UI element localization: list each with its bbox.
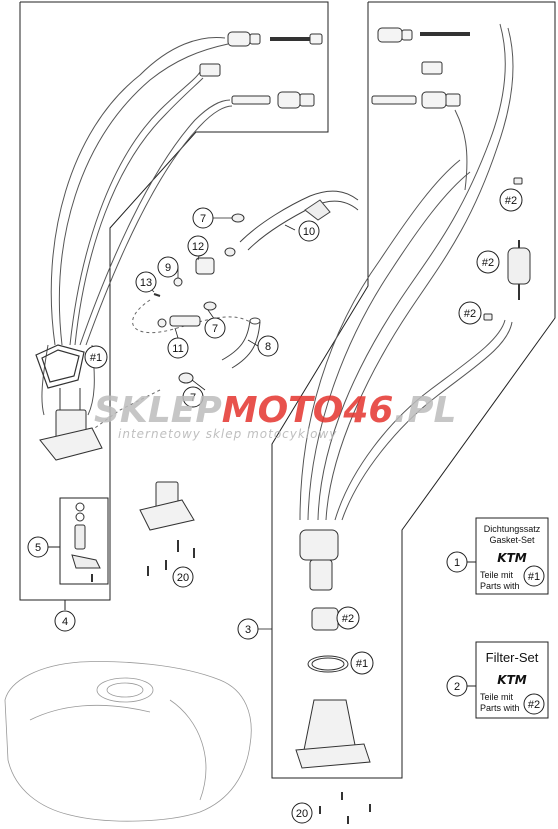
watermark-brand: SKLEPMOTO46.PL bbox=[94, 390, 456, 431]
callout-11: 11 bbox=[167, 337, 189, 359]
watermark: SKLEPMOTO46.PL internetowy sklep motocyk… bbox=[94, 390, 456, 441]
gasket-set-box: Dichtungssatz Gasket-Set KTM Teile mit P… bbox=[467, 517, 549, 595]
kit-ref-2: #2 bbox=[523, 693, 545, 715]
watermark-brand-mid: MOTO bbox=[222, 390, 344, 431]
gasket-set-line2: Parts with bbox=[480, 581, 520, 591]
callout-2: 2 bbox=[446, 675, 468, 697]
callout-5: 5 bbox=[27, 536, 49, 558]
callout-12: 12 bbox=[187, 235, 209, 257]
gasket-set-title-en: Gasket-Set bbox=[489, 535, 535, 545]
fuel-line-dashed bbox=[91, 299, 251, 431]
kit-ref-2: #2 bbox=[499, 188, 523, 212]
callout-9: 9 bbox=[157, 256, 179, 278]
fuel-pump-unit-left bbox=[39, 388, 103, 461]
valve-parts bbox=[153, 257, 215, 328]
gasket-set-line1: Teile mit bbox=[480, 570, 514, 580]
svg-text:7: 7 bbox=[200, 213, 206, 225]
left-connectors bbox=[199, 31, 323, 109]
svg-text:7: 7 bbox=[190, 392, 196, 404]
svg-text:#1: #1 bbox=[356, 658, 368, 670]
svg-text:#2: #2 bbox=[464, 308, 476, 320]
svg-text:2: 2 bbox=[454, 681, 460, 693]
svg-text:12: 12 bbox=[192, 241, 204, 253]
fuel-filter bbox=[483, 177, 531, 321]
fuel-pump-unit-right bbox=[295, 529, 371, 769]
callout-10: 10 bbox=[298, 220, 320, 242]
svg-text:13: 13 bbox=[140, 277, 152, 289]
hose-clamps bbox=[178, 213, 245, 384]
kit-refs: #1 #1 #1 #2 #2 #2 #2 #2 bbox=[84, 188, 545, 715]
filter-set-line2: Parts with bbox=[480, 703, 520, 713]
watermark-brand-left: SKLEP bbox=[94, 390, 222, 431]
svg-text:20: 20 bbox=[296, 808, 308, 820]
kit-ref-1: #1 bbox=[350, 651, 374, 675]
callout-20: 20 bbox=[291, 802, 313, 824]
svg-text:10: 10 bbox=[303, 226, 315, 238]
part-5-items bbox=[71, 502, 101, 582]
svg-text:5: 5 bbox=[35, 542, 41, 554]
right-cable-bundle bbox=[299, 23, 514, 521]
svg-text:#2: #2 bbox=[342, 613, 354, 625]
svg-text:9: 9 bbox=[165, 262, 171, 274]
part-5-box bbox=[48, 497, 109, 585]
watermark-brand-num: 46 bbox=[342, 390, 393, 431]
svg-text:11: 11 bbox=[172, 343, 183, 355]
screws-20-bottom bbox=[319, 792, 371, 824]
callouts: 1 2 3 4 5 7 7 7 8 9 10 11 12 13 20 20 bbox=[27, 207, 468, 824]
svg-text:1: 1 bbox=[454, 557, 460, 569]
svg-text:4: 4 bbox=[62, 616, 68, 628]
kit-ref-2: #2 bbox=[476, 250, 500, 274]
callout-3: 3 bbox=[237, 618, 259, 640]
hose-8 bbox=[221, 317, 261, 369]
filter-set-logo: KTM bbox=[497, 673, 526, 687]
kit-ref-2: #2 bbox=[336, 606, 360, 630]
svg-text:8: 8 bbox=[265, 341, 271, 353]
kit-ref-1: #1 bbox=[84, 345, 108, 369]
gasket-set-title-de: Dichtungssatz bbox=[484, 524, 541, 534]
svg-text:#2: #2 bbox=[505, 195, 517, 207]
callout-7: 7 bbox=[204, 317, 226, 339]
svg-text:#1: #1 bbox=[90, 352, 102, 364]
callout-13: 13 bbox=[135, 271, 157, 293]
gasket-set-logo: KTM bbox=[497, 551, 526, 565]
fuel-pump-flange-seal bbox=[35, 344, 85, 389]
callout-1: 1 bbox=[446, 551, 468, 573]
right-connectors bbox=[371, 27, 470, 109]
filter-set-title: Filter-Set bbox=[486, 650, 539, 665]
svg-text:20: 20 bbox=[177, 572, 189, 584]
svg-text:#2: #2 bbox=[528, 699, 540, 711]
fuel-tank bbox=[4, 661, 252, 822]
hose-10 bbox=[239, 190, 359, 251]
svg-text:7: 7 bbox=[212, 323, 218, 335]
fuel-pump-unit-middle bbox=[139, 481, 195, 576]
watermark-brand-tld: .PL bbox=[393, 390, 456, 431]
callout-4: 4 bbox=[54, 610, 76, 632]
kit-ref-2: #2 bbox=[458, 301, 482, 325]
svg-text:3: 3 bbox=[245, 624, 251, 636]
callout-8: 8 bbox=[257, 335, 279, 357]
callout-20: 20 bbox=[172, 566, 194, 588]
kit-ref-1: #1 bbox=[523, 565, 545, 587]
callout-7: 7 bbox=[192, 207, 214, 229]
svg-text:#2: #2 bbox=[482, 257, 494, 269]
svg-text:#1: #1 bbox=[528, 571, 540, 583]
watermark-tagline: internetowy sklep motocyklowy bbox=[118, 427, 337, 441]
callout-7: 7 bbox=[182, 386, 204, 408]
filter-set-line1: Teile mit bbox=[480, 692, 514, 702]
